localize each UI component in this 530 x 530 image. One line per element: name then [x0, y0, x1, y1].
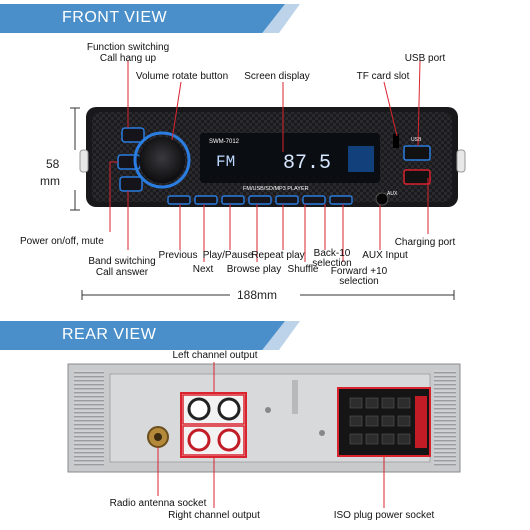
- aux-small-label: AUX: [387, 191, 398, 197]
- front-view-title: FRONT VIEW: [62, 9, 168, 26]
- bottom-buttons: [167, 195, 353, 205]
- label-usb-port: USB port: [404, 53, 446, 64]
- label-tf-slot: TF card slot: [356, 71, 410, 82]
- label-repeat-play: Repeat play: [251, 250, 305, 261]
- usb-small-label: USB: [411, 137, 422, 143]
- width-dimension: 188mm: [237, 288, 278, 302]
- left-heatsink: [74, 370, 104, 466]
- aux-jack: [375, 192, 389, 206]
- label-play-pause: Play/Pause: [202, 250, 254, 261]
- label-right-channel: Right channel output: [168, 510, 260, 521]
- front-view-banner: FRONT VIEW: [0, 4, 300, 33]
- rear-view-title: REAR VIEW: [62, 326, 157, 343]
- rca-left-white: [187, 397, 241, 421]
- display-band: FM: [216, 153, 235, 171]
- iso-pins: [349, 397, 411, 445]
- height-unit: mm: [40, 174, 60, 188]
- label-volume-button: Volume rotate button: [135, 71, 229, 82]
- knob-ring: [133, 131, 191, 189]
- display-freq: 87.5: [283, 152, 331, 175]
- tf-slot: [393, 134, 399, 148]
- display-panel: [200, 133, 380, 183]
- label-aux-input: AUX Input: [362, 250, 408, 261]
- label-band-switching: Band switching: [88, 256, 156, 267]
- right-heatsink: [434, 370, 456, 466]
- label-radio-antenna: Radio antenna socket: [109, 498, 207, 509]
- label-next: Next: [192, 264, 214, 275]
- label-back10-line1: Back-10: [313, 248, 351, 259]
- label-forward10-line2: selection: [339, 276, 379, 287]
- charging-port: [403, 169, 431, 185]
- label-charging-port: Charging port: [394, 237, 456, 248]
- usb-port: [403, 145, 431, 161]
- label-power: Power on/off, mute: [20, 236, 104, 247]
- label-iso-plug: ISO plug power socket: [333, 510, 435, 521]
- label-shuffle: Shuffle: [287, 264, 319, 275]
- label-screen-display: Screen display: [244, 71, 310, 82]
- rear-view-banner: REAR VIEW: [0, 321, 300, 350]
- label-forward10-line1: Forward +10: [330, 266, 388, 277]
- right-clip: [456, 149, 466, 173]
- front-panel-illustration: FM 87.5 SWM-7012 FM/USB/SD/MP3 PLAYER US…: [70, 60, 466, 300]
- volume-knob: [139, 137, 185, 183]
- rca-right-red: [187, 428, 241, 452]
- label-call-answer: Call answer: [95, 267, 149, 278]
- label-previous: Previous: [158, 250, 198, 261]
- function-button: [121, 127, 145, 143]
- label-function-switching: Function switching: [86, 42, 170, 53]
- display-eq: [348, 146, 374, 172]
- label-left-channel: Left channel output: [172, 350, 258, 361]
- label-call-hang-up: Call hang up: [99, 53, 157, 64]
- label-back10-line2: selection: [312, 258, 352, 269]
- model-text: SWM-7012: [209, 139, 240, 145]
- left-clip: [79, 149, 89, 173]
- band-button: [119, 176, 143, 192]
- height-value: 58: [46, 157, 60, 171]
- label-browse-play: Browse play: [226, 264, 282, 275]
- strip-text: FM/USB/SD/MP3 PLAYER: [243, 186, 309, 192]
